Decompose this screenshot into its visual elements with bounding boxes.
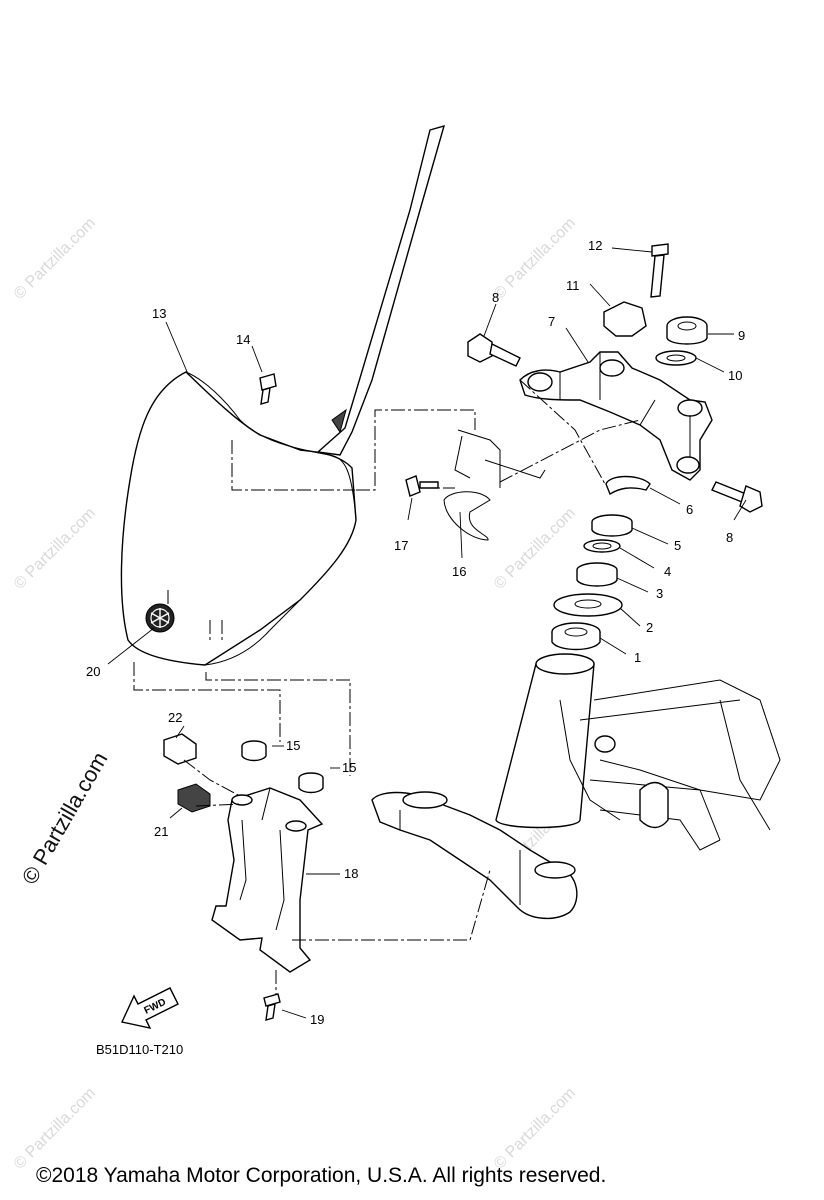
label-8b: 8 xyxy=(726,530,733,545)
background-watermarks: © Partzilla.com © Partzilla.com © Partzi… xyxy=(11,215,579,1173)
washer-10-icon xyxy=(655,350,697,366)
bolt-8-lower-icon xyxy=(711,481,763,513)
label-20: 20 xyxy=(86,664,100,679)
label-18: 18 xyxy=(344,866,358,881)
lower-bracket xyxy=(371,791,578,919)
label-2: 2 xyxy=(646,620,653,635)
label-7: 7 xyxy=(548,314,555,329)
watermark: © Partzilla.com xyxy=(11,215,99,303)
bolt-14-icon xyxy=(259,373,277,405)
washer-4-icon xyxy=(583,539,621,553)
watermark: © Partzilla.com xyxy=(491,1085,579,1173)
label-1: 1 xyxy=(634,650,641,665)
nut-5-icon xyxy=(591,514,633,537)
upper-bracket-7 xyxy=(519,351,713,481)
label-3: 3 xyxy=(656,586,663,601)
label-16: 16 xyxy=(452,564,466,579)
frame xyxy=(495,653,781,851)
label-8: 8 xyxy=(492,290,499,305)
number-plate xyxy=(120,124,446,666)
bearing-1-icon xyxy=(551,622,601,651)
watermark: © Partzilla.com xyxy=(11,1085,99,1173)
cover-2-icon xyxy=(553,593,623,617)
yamaha-emblem-icon xyxy=(145,603,175,633)
label-13: 13 xyxy=(152,306,166,321)
part-labels: 12 11 8 7 9 10 6 8 5 4 3 2 1 13 14 17 16… xyxy=(86,238,745,1027)
label-15b: 15 xyxy=(342,760,356,775)
label-10: 10 xyxy=(728,368,742,383)
label-11: 11 xyxy=(566,278,580,293)
grommet-15-right-icon xyxy=(298,772,324,794)
block-21 xyxy=(177,783,211,813)
nut-3-icon xyxy=(576,562,618,587)
label-6: 6 xyxy=(686,502,693,517)
bolt-12-icon xyxy=(650,243,669,298)
washer-6 xyxy=(605,475,651,496)
watermark: © Partzilla.com xyxy=(491,505,579,593)
bolt-17-icon xyxy=(405,475,439,497)
label-22: 22 xyxy=(168,710,182,725)
side-watermark: © Partzilla.com xyxy=(17,748,113,889)
fwd-arrow-icon: FWD xyxy=(120,987,179,1029)
assembly-lines xyxy=(133,379,641,995)
label-12: 12 xyxy=(588,238,602,253)
label-9: 9 xyxy=(738,328,745,343)
drawing-code: B51D110-T210 xyxy=(96,1042,183,1057)
block-22 xyxy=(163,733,197,765)
label-15a: 15 xyxy=(286,738,300,753)
label-17: 17 xyxy=(394,538,408,553)
watermark: © Partzilla.com xyxy=(11,505,99,593)
copyright-notice: ©2018 Yamaha Motor Corporation, U.S.A. A… xyxy=(36,1164,606,1187)
label-5: 5 xyxy=(674,538,681,553)
leader-lines xyxy=(107,247,747,1019)
label-21: 21 xyxy=(154,824,168,839)
label-19: 19 xyxy=(310,1012,324,1027)
grommet-15-left-icon xyxy=(241,740,267,762)
label-14: 14 xyxy=(236,332,250,347)
plate-stay-18 xyxy=(211,787,324,973)
bolt-19-icon xyxy=(263,993,281,1021)
upper-holder-11 xyxy=(603,301,647,337)
bolt-8-upper-icon xyxy=(467,333,521,367)
nut-9-icon xyxy=(666,316,708,345)
label-4: 4 xyxy=(664,564,671,579)
bracket-16 xyxy=(443,429,546,541)
